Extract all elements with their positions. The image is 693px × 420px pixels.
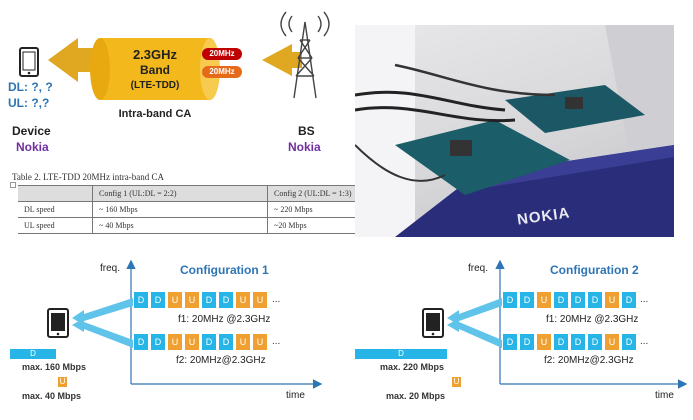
downlink-slot: D [571, 292, 585, 308]
downlink-slot: D [202, 292, 216, 308]
uplink-slot: U [168, 292, 182, 308]
band-subtitle: Band [140, 63, 170, 77]
hardware-photo: NOKIA [355, 25, 674, 237]
bs-label: BS [298, 124, 315, 138]
downlink-slot: D [622, 292, 636, 308]
device-vendor: Nokia [16, 140, 49, 154]
circuit-board-1 [395, 120, 570, 195]
downlink-slot: D [151, 292, 165, 308]
downlink-slot: D [219, 334, 233, 350]
config2-dl-speed: max. 220 Mbps [380, 362, 445, 372]
config1-title: Configuration 1 [180, 263, 269, 277]
config1-dl-bar: D [10, 349, 56, 359]
downlink-slot: D [503, 334, 517, 350]
device-dl: DL: ?, ? [8, 80, 53, 94]
downlink-slot: D [134, 292, 148, 308]
config1-freq-label: freq. [100, 263, 121, 274]
config1-f1-more: ... [272, 294, 281, 305]
downlink-slot: D [503, 292, 517, 308]
downlink-slot: D [520, 334, 534, 350]
photo-illustration [355, 25, 674, 237]
uplink-slot: U [537, 292, 551, 308]
config2-title: Configuration 2 [550, 263, 639, 277]
uplink-slot: U [605, 334, 619, 350]
band-cylinder-body [100, 38, 210, 100]
uplink-slot: U [185, 292, 199, 308]
carrier2-bar [202, 66, 242, 78]
config2-dl-bar: D [355, 349, 447, 359]
phone-icon [19, 47, 39, 77]
band-title: 2.3GHz [132, 47, 178, 62]
downlink-slot: D [134, 334, 148, 350]
config1-f2-label: f2: 20MHz@2.3GHz [176, 355, 266, 366]
config2-time-label: time [655, 390, 674, 401]
downlink-slot: D [571, 334, 585, 350]
phone-icon [422, 308, 444, 338]
config1-f1-label: f1: 20MHz @2.3GHz [178, 314, 271, 325]
downlink-slot: D [520, 292, 534, 308]
uplink-slot: U [236, 292, 250, 308]
band-mode: (LTE-TDD) [130, 80, 180, 91]
uplink-slot: U [168, 334, 182, 350]
tower-icon [280, 11, 330, 99]
config2-f2-label: f2: 20MHz@2.3GHz [544, 355, 634, 366]
config1-dl-speed: max. 160 Mbps [22, 362, 87, 372]
uplink-slot: U [605, 292, 619, 308]
bs-arrow [262, 44, 302, 76]
downlink-slot: D [202, 334, 216, 350]
uplink-slot: U [185, 334, 199, 350]
band-cylinder-left [90, 38, 110, 100]
bs-vendor: Nokia [288, 140, 321, 154]
config2-f2-more: ... [640, 336, 649, 347]
downlink-slot: D [151, 334, 165, 350]
uplink-slot: U [537, 334, 551, 350]
device-label: Device [12, 124, 51, 138]
carrier2-label: 20MHz [209, 67, 235, 76]
config1-ul-bar: U [58, 377, 67, 387]
uplink-slot: U [236, 334, 250, 350]
carrier1-bar [202, 48, 242, 60]
downlink-slot: D [554, 334, 568, 350]
downlink-slot: D [588, 292, 602, 308]
downlink-slot: D [219, 292, 233, 308]
config2-link-arrows [447, 298, 502, 348]
downlink-slot: D [622, 334, 636, 350]
phone-icon [47, 308, 69, 338]
config1-time-label: time [286, 390, 305, 401]
config2-ul-bar: U [452, 377, 461, 387]
uplink-slot: U [253, 292, 267, 308]
downlink-slot: D [554, 292, 568, 308]
config2-freq-label: freq. [468, 263, 489, 274]
table-marker [10, 182, 16, 188]
config1-ul-speed: max. 40 Mbps [22, 391, 82, 401]
table-cell: ~ 40 Mbps [92, 217, 268, 234]
config1-link-arrows [72, 298, 133, 348]
ca-diagram [19, 11, 330, 100]
config2-ul-speed: max. 20 Mbps [386, 391, 446, 401]
table-title: Table 2. LTE-TDD 20MHz intra-band CA [12, 172, 165, 182]
carrier1-label: 20MHz [209, 49, 235, 58]
table-cell: UL speed [18, 217, 93, 234]
config2-f1-more: ... [640, 294, 649, 305]
config1-f2-more: ... [272, 336, 281, 347]
ca-label: Intra-band CA [118, 108, 192, 120]
config2-f1-label: f1: 20MHz @2.3GHz [546, 314, 639, 325]
downlink-slot: D [588, 334, 602, 350]
device-ul: UL: ?,? [8, 96, 50, 110]
uplink-slot: U [253, 334, 267, 350]
